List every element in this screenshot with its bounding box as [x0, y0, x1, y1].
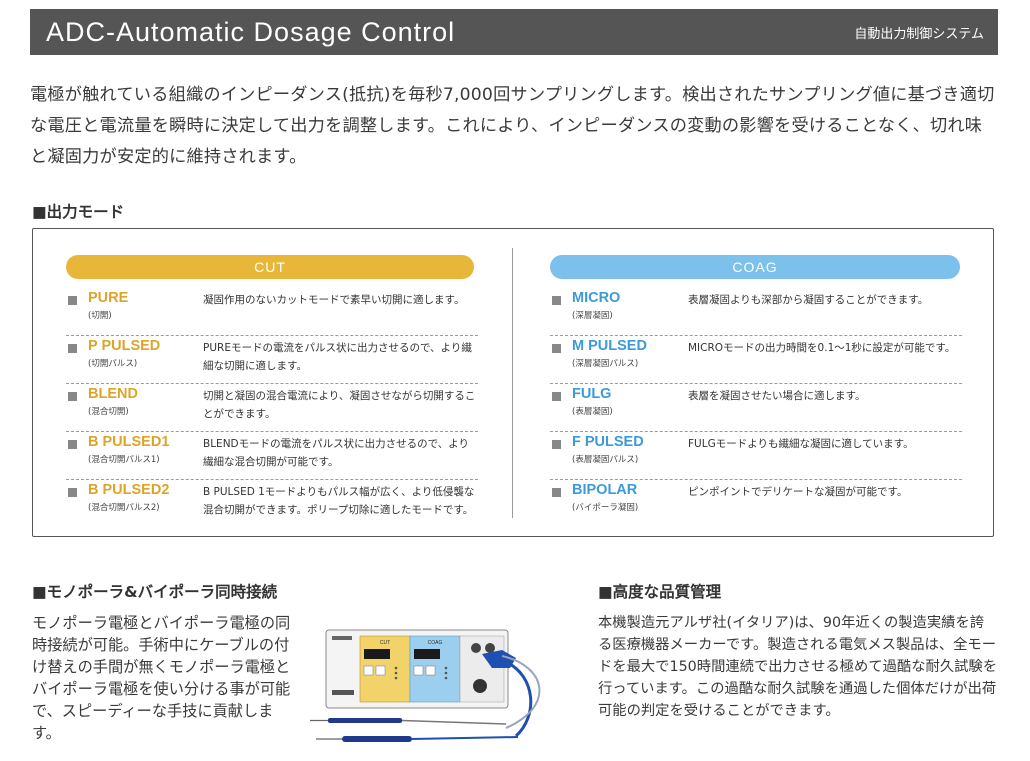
quality-heading: ■高度な品質管理 — [598, 583, 722, 601]
square-bullet-icon — [68, 392, 77, 401]
coag-panel-label: COAG — [428, 640, 443, 646]
mode-row: P PULSED (切開パルス) PUREモードの電流をパルス状に出力させるので… — [66, 336, 478, 384]
mono-bipolar-heading: ■モノポーラ&バイポーラ同時接続 — [32, 583, 278, 601]
mode-row: FULG (表層凝固) 表層を凝固させたい場合に適します。 — [550, 384, 962, 432]
output-modes-heading: ■出力モード — [32, 203, 125, 221]
square-bullet-icon — [552, 296, 561, 305]
mode-name: FULG — [572, 386, 612, 402]
mode-description: FULGモードよりも繊細な凝固に適しています。 — [688, 438, 914, 450]
quality-paragraph: 本機製造元アルザ社(イタリア)は、90年近くの製造実績を誇る医療機器メーカーです… — [598, 615, 998, 719]
mode-subtitle: (深層凝固パルス) — [572, 359, 639, 369]
mode-description: MICROモードの出力時間を0.1〜1秒に設定が可能です。 — [688, 342, 956, 354]
mono-bipolar-paragraph: モノポーラ電極とバイポーラ電極の同時接続が可能。手術中にケーブルの付け替えの手間… — [32, 614, 291, 742]
mode-description: 表層を凝固させたい場合に適します。 — [688, 390, 866, 402]
mode-description: BLENDモードの電流をパルス状に出力させるので、より繊細な混合切開が可能です。 — [203, 438, 469, 468]
mode-name: BIPOLAR — [572, 482, 638, 498]
mode-subtitle: (切開) — [88, 311, 112, 321]
mode-description: PUREモードの電流をパルス状に出力させるので、より繊細な切開に適します。 — [203, 342, 472, 372]
square-bullet-icon — [68, 344, 77, 353]
square-bullet-icon — [552, 344, 561, 353]
mode-description: 切開と凝固の混合電流により、凝固させながら切開することができます。 — [203, 390, 476, 420]
mode-row: PURE (切開) 凝固作用のないカットモードで素早い切開に適します。 — [66, 288, 478, 336]
mode-name: BLEND — [88, 386, 138, 402]
coag-mode-list: MICRO (深層凝固) 表層凝固よりも深部から凝固することができます。 M P… — [550, 288, 962, 528]
mode-row: MICRO (深層凝固) 表層凝固よりも深部から凝固することができます。 — [550, 288, 962, 336]
mode-subtitle: (混合切開) — [88, 407, 129, 417]
mode-row: F PULSED (表層凝固パルス) FULGモードよりも繊細な凝固に適していま… — [550, 432, 962, 480]
square-bullet-icon — [68, 440, 77, 449]
square-bullet-icon — [68, 488, 77, 497]
mode-row: BIPOLAR (バイポーラ凝固) ピンポイントでデリケートな凝固が可能です。 — [550, 480, 962, 528]
coag-heading: COAG — [550, 255, 960, 279]
cut-heading: CUT — [66, 255, 474, 279]
device-illustration: CUT COAG — [306, 616, 576, 756]
mode-subtitle: (切開パルス) — [88, 359, 138, 369]
cut-mode-list: PURE (切開) 凝固作用のないカットモードで素早い切開に適します。 P PU… — [66, 288, 478, 528]
page-title: ADC-Automatic Dosage Control — [46, 17, 456, 47]
mode-name: B PULSED1 — [88, 434, 170, 450]
column-divider — [512, 248, 513, 518]
mode-description: 表層凝固よりも深部から凝固することができます。 — [688, 294, 929, 306]
square-bullet-icon — [552, 488, 561, 497]
header-bar: ADC-Automatic Dosage Control 自動出力制御システム — [30, 9, 998, 55]
mode-description: ピンポイントでデリケートな凝固が可能です。 — [688, 486, 908, 498]
mode-name: MICRO — [572, 290, 621, 306]
mode-subtitle: (深層凝固) — [572, 311, 613, 321]
mode-subtitle: (混合切開パルス2) — [88, 503, 160, 513]
mode-subtitle: (混合切開パルス1) — [88, 455, 160, 465]
square-bullet-icon — [552, 440, 561, 449]
mode-name: P PULSED — [88, 338, 161, 354]
intro-paragraph: 電極が触れている組織のインピーダンス(抵抗)を毎秒7,000回サンプリングします… — [30, 85, 995, 167]
mode-subtitle: (バイポーラ凝固) — [572, 503, 639, 513]
mode-description: B PULSED 1モードよりもパルス幅が広く、より低侵襲な混合切開ができます。… — [203, 486, 475, 516]
mode-row: B PULSED2 (混合切開パルス2) B PULSED 1モードよりもパルス… — [66, 480, 478, 528]
mode-subtitle: (表層凝固) — [572, 407, 613, 417]
mode-name: M PULSED — [572, 338, 647, 354]
page-subtitle: 自動出力制御システム — [854, 27, 984, 42]
mode-row: B PULSED1 (混合切開パルス1) BLENDモードの電流をパルス状に出力… — [66, 432, 478, 480]
mode-description: 凝固作用のないカットモードで素早い切開に適します。 — [203, 294, 465, 306]
square-bullet-icon — [68, 296, 77, 305]
cut-panel-label: CUT — [380, 640, 390, 646]
mode-name: F PULSED — [572, 434, 644, 450]
device-drawing: CUT COAG — [310, 629, 541, 742]
output-modes-box — [32, 228, 994, 537]
mode-subtitle: (表層凝固パルス) — [572, 455, 639, 465]
mode-row: BLEND (混合切開) 切開と凝固の混合電流により、凝固させながら切開すること… — [66, 384, 478, 432]
mode-name: B PULSED2 — [88, 482, 170, 498]
mode-row: M PULSED (深層凝固パルス) MICROモードの出力時間を0.1〜1秒に… — [550, 336, 962, 384]
square-bullet-icon — [552, 392, 561, 401]
mode-name: PURE — [88, 290, 129, 306]
